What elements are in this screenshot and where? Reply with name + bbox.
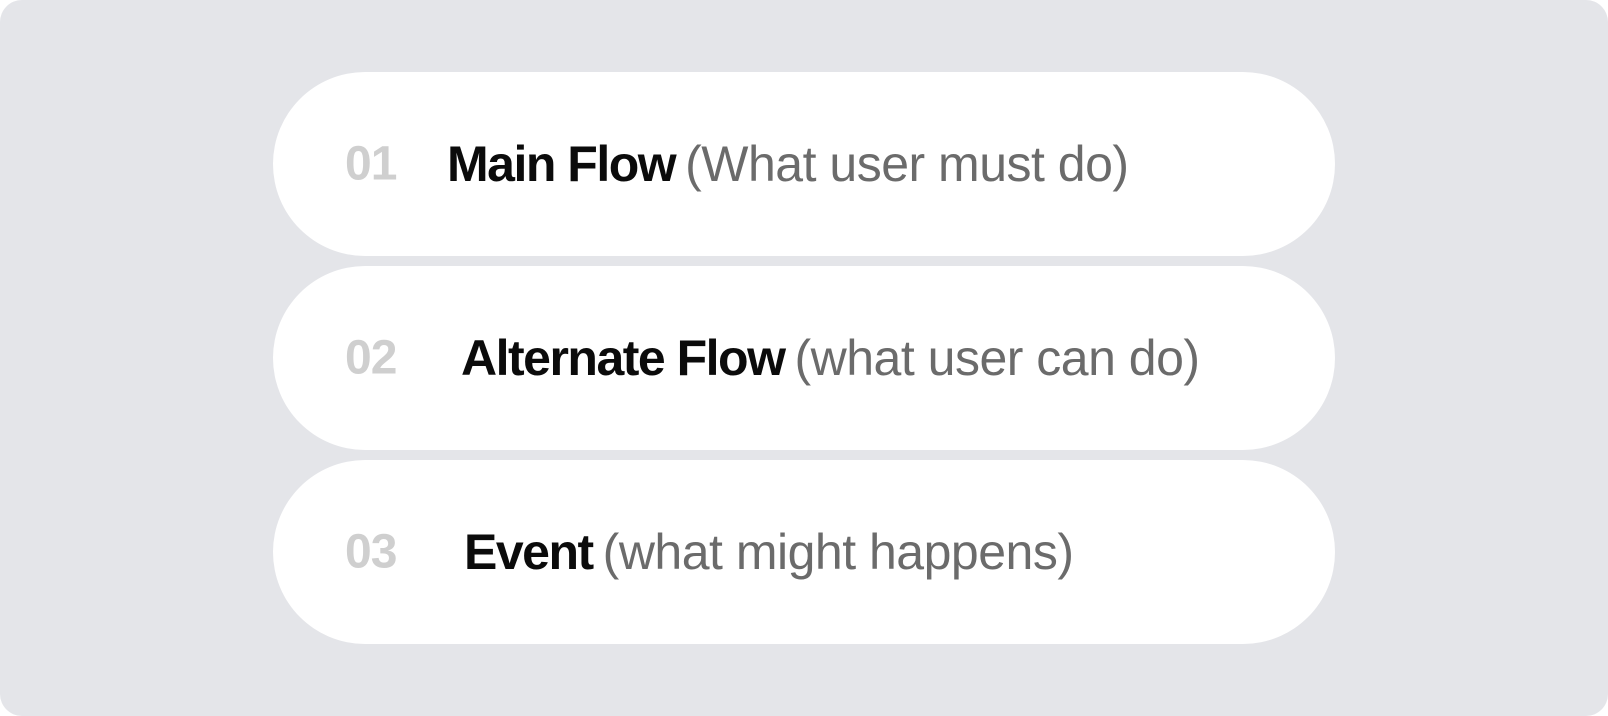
- step-label: Main Flow(What user must do): [447, 139, 1129, 189]
- step-description: (What user must do): [685, 136, 1129, 192]
- step-number: 02: [345, 331, 397, 385]
- step-title: Event: [464, 524, 594, 580]
- step-card-event: 03 Event(what might happens): [273, 460, 1335, 644]
- step-label: Event(what might happens): [464, 524, 1074, 580]
- step-description: (what might happens): [602, 524, 1074, 580]
- step-title: Alternate Flow: [461, 330, 786, 386]
- step-label: Alternate Flow(what user can do): [461, 333, 1200, 383]
- step-number: 03: [345, 525, 397, 579]
- step-card-alternate-flow: 02 Alternate Flow(what user can do): [273, 266, 1335, 450]
- step-title: Main Flow: [447, 136, 677, 192]
- step-description: (what user can do): [794, 330, 1200, 386]
- step-number: 01: [345, 137, 397, 191]
- step-card-main-flow: 01 Main Flow(What user must do): [273, 72, 1335, 256]
